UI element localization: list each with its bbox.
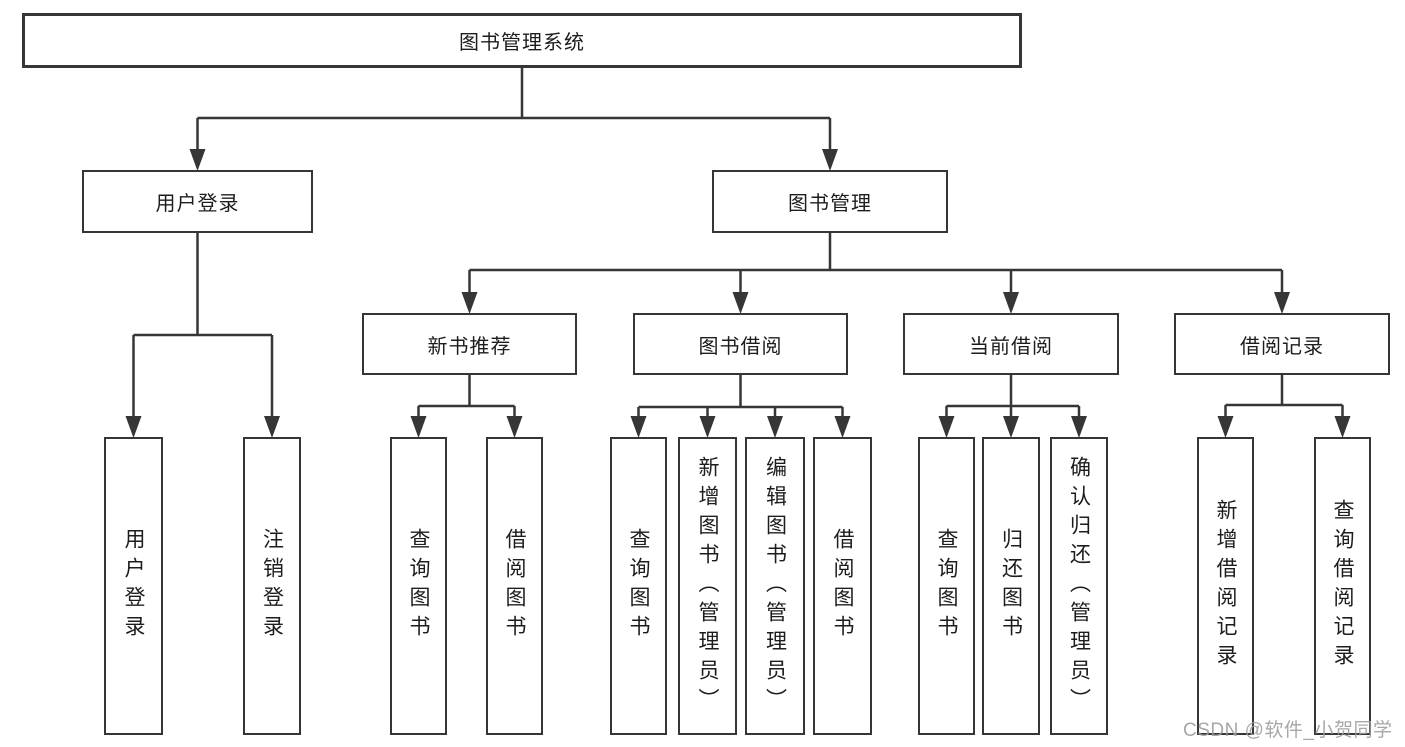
- node-bb-add-books: 新增图书（管理员）: [678, 437, 737, 735]
- edge-library-system: [189, 68, 838, 171]
- arrow-down-icon: [1274, 292, 1290, 314]
- node-current-borrowing: 当前借阅: [903, 313, 1119, 375]
- node-new-book-recommend: 新书推荐: [362, 313, 577, 375]
- node-library-system: 图书管理系统: [22, 13, 1022, 68]
- node-bb-borrow-books: 借阅图书: [813, 437, 872, 735]
- node-label-book-management: 图书管理: [788, 193, 872, 215]
- arrow-down-icon: [1334, 416, 1351, 438]
- node-cb-confirm-return: 确认归还（管理员）: [1050, 437, 1108, 735]
- node-br-add-record: 新增借阅记录: [1197, 437, 1254, 735]
- arrow-down-icon: [506, 416, 523, 438]
- arrow-down-icon: [264, 416, 280, 438]
- arrow-down-icon: [938, 416, 955, 438]
- node-borrow-records: 借阅记录: [1174, 313, 1390, 375]
- node-book-management: 图书管理: [712, 170, 948, 233]
- arrow-down-icon: [461, 292, 478, 314]
- arrow-down-icon: [410, 416, 427, 438]
- arrow-down-icon: [1003, 292, 1019, 314]
- node-label-cb-query-books: 查询图书: [935, 528, 959, 644]
- edge-book-borrowing: [630, 375, 851, 438]
- node-label-new-book-recommend: 新书推荐: [427, 335, 512, 358]
- node-label-ul-user-login: 用户登录: [122, 528, 146, 644]
- edge-borrow-records: [1217, 375, 1351, 438]
- node-label-cb-return-books: 归还图书: [999, 528, 1024, 644]
- arrow-down-icon: [822, 149, 838, 171]
- arrow-down-icon: [699, 416, 716, 438]
- node-label-br-add-record: 新增借阅记录: [1214, 499, 1238, 673]
- node-bb-query-books: 查询图书: [610, 437, 667, 735]
- edge-line-library-system: [196, 68, 832, 151]
- node-label-book-borrowing: 图书借阅: [698, 335, 783, 358]
- node-label-bb-add-books: 新增图书（管理员）: [696, 455, 720, 717]
- node-label-cb-confirm-return: 确认归还（管理员）: [1067, 455, 1092, 717]
- node-bb-edit-books: 编辑图书（管理员）: [745, 437, 805, 735]
- node-label-borrow-records: 借阅记录: [1240, 335, 1324, 358]
- node-label-bb-query-books: 查询图书: [627, 528, 651, 644]
- arrow-down-icon: [630, 416, 647, 438]
- edge-book-management: [461, 233, 1290, 314]
- node-ul-logout: 注销登录: [243, 437, 301, 735]
- node-br-query-record: 查询借阅记录: [1314, 437, 1371, 735]
- node-book-borrowing: 图书借阅: [633, 313, 848, 375]
- arrow-down-icon: [732, 292, 749, 314]
- edge-line-borrow-records: [1224, 375, 1344, 418]
- node-label-user-login: 用户登录: [155, 193, 240, 215]
- node-label-bb-edit-books: 编辑图书（管理员）: [763, 455, 788, 717]
- edge-line-book-borrowing: [637, 375, 844, 418]
- arrow-down-icon: [189, 149, 206, 171]
- node-label-ul-logout: 注销登录: [260, 528, 285, 644]
- watermark: CSDN @软件_小贺同学: [1183, 720, 1393, 741]
- node-label-nbr-borrow-books: 借阅图书: [503, 528, 527, 644]
- node-cb-query-books: 查询图书: [918, 437, 975, 735]
- node-nbr-query-books: 查询图书: [390, 437, 447, 735]
- edge-line-current-borrowing: [945, 375, 1081, 418]
- arrow-down-icon: [125, 416, 142, 438]
- edge-user-login: [125, 233, 280, 438]
- arrow-down-icon: [1217, 416, 1234, 438]
- node-label-nbr-query-books: 查询图书: [407, 528, 431, 644]
- edge-line-new-book-recommend: [417, 375, 516, 418]
- edge-current-borrowing: [938, 375, 1087, 438]
- edge-line-book-management: [468, 233, 1284, 294]
- arrow-down-icon: [1071, 416, 1087, 438]
- node-label-bb-borrow-books: 借阅图书: [831, 528, 855, 644]
- node-cb-return-books: 归还图书: [982, 437, 1040, 735]
- node-label-current-borrowing: 当前借阅: [969, 335, 1053, 358]
- arrow-down-icon: [767, 416, 783, 438]
- arrow-down-icon: [1003, 416, 1019, 438]
- node-nbr-borrow-books: 借阅图书: [486, 437, 543, 735]
- node-label-br-query-record: 查询借阅记录: [1331, 499, 1355, 673]
- node-ul-user-login: 用户登录: [104, 437, 163, 735]
- edge-line-user-login: [132, 233, 274, 418]
- arrow-down-icon: [834, 416, 851, 438]
- node-label-library-system: 图书管理系统: [459, 32, 585, 54]
- node-user-login: 用户登录: [82, 170, 313, 233]
- edge-new-book-recommend: [410, 375, 523, 438]
